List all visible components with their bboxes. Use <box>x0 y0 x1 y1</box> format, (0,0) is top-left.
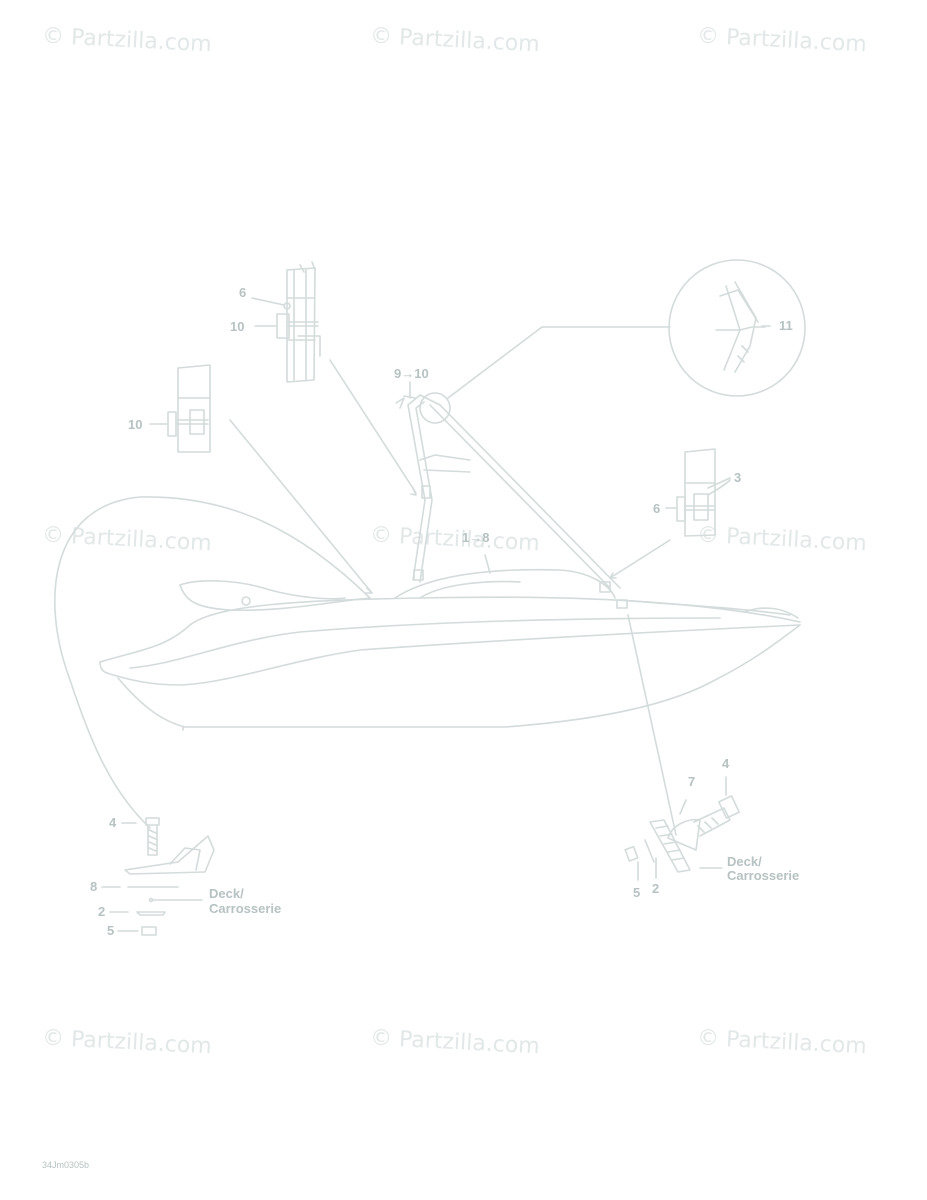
callout-3: 3 <box>734 470 742 485</box>
deck-label-right-line2: Carrosserie <box>727 868 800 883</box>
callout-4-right: 4 <box>722 756 730 771</box>
curve-leader <box>54 496 371 829</box>
callout-7-right: 7 <box>688 774 696 789</box>
callout-5-right: 5 <box>633 885 641 900</box>
detail-circle <box>668 259 806 397</box>
wake-tower <box>395 392 628 609</box>
detail-left-bracket <box>167 364 211 453</box>
detail-bottom-left <box>124 817 215 936</box>
callout-4-left: 4 <box>109 815 117 830</box>
deck-label-left-line1: Deck/ <box>209 886 244 901</box>
callout-1-8: 1→8 <box>462 530 490 545</box>
deck-label-right-line1: Deck/ <box>727 854 762 869</box>
callout-6-top: 6 <box>239 285 247 300</box>
detail-top-bracket <box>276 261 321 383</box>
callout-10-top: 10 <box>230 319 245 334</box>
diagram-code: 34Jm0305b <box>42 1160 90 1170</box>
boat-hull <box>99 568 801 731</box>
detail-bottom-right <box>624 795 740 873</box>
callout-dashes <box>101 297 771 932</box>
leader-lines <box>229 326 677 836</box>
callout-11: 11 <box>779 318 793 333</box>
callout-2-left: 2 <box>98 904 106 919</box>
callout-6-right: 6 <box>653 501 661 516</box>
detail-right-bracket <box>676 448 731 537</box>
callout-9-10: 9→10 <box>394 366 429 381</box>
callout-2-right: 2 <box>652 881 660 896</box>
callout-5-left: 5 <box>107 923 115 938</box>
deck-label-left-line2: Carrosserie <box>209 901 282 916</box>
callout-10-left: 10 <box>128 417 143 432</box>
callout-8-left: 8 <box>90 879 98 894</box>
